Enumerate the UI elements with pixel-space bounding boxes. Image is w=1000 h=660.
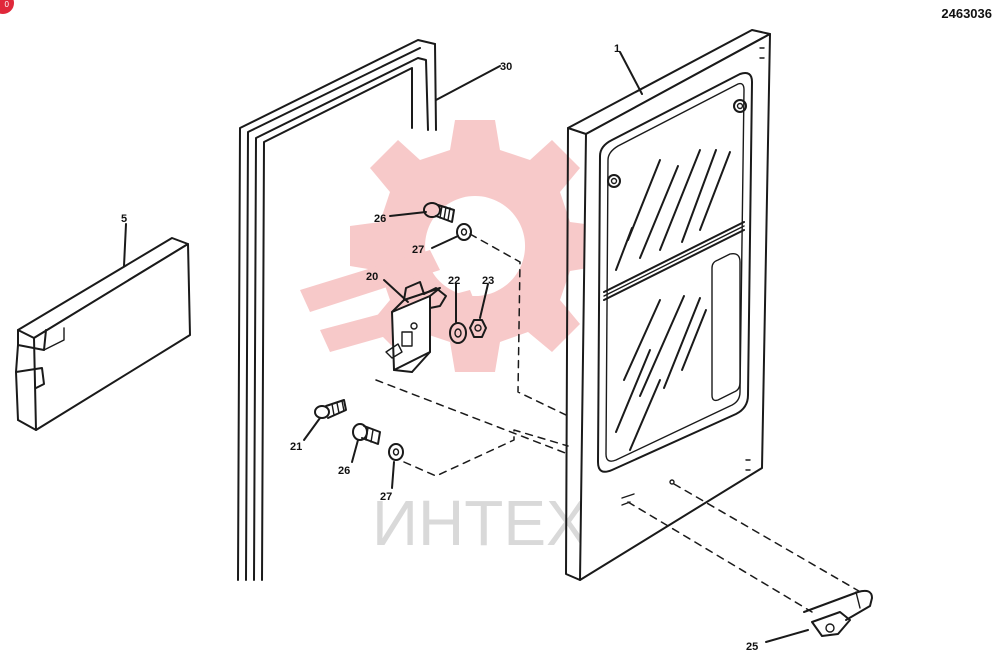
bolt-26-upper [423, 202, 455, 223]
leader-lines [123, 51, 809, 643]
callout-1: 1 [614, 43, 620, 55]
callout-26-upper: 26 [374, 213, 386, 225]
callout-26-lower: 26 [338, 465, 350, 477]
door-panel [565, 29, 771, 581]
washer-22 [449, 322, 467, 344]
callout-27-upper: 27 [412, 244, 424, 256]
callout-5: 5 [121, 213, 127, 225]
nut-23 [469, 319, 487, 338]
door-seal-frame [237, 39, 437, 581]
bolt-26-lower [352, 423, 381, 445]
filler-strip [15, 237, 191, 431]
callout-20: 20 [366, 271, 378, 283]
callout-30: 30 [500, 61, 512, 73]
callout-27-lower: 27 [380, 491, 392, 503]
washer-27-upper [456, 223, 472, 241]
corner-badge: 0 [0, 0, 14, 14]
assembly-lines [375, 233, 865, 613]
callout-22: 22 [448, 275, 460, 287]
callout-21: 21 [290, 441, 302, 453]
callout-25: 25 [746, 641, 758, 653]
screw-21 [314, 399, 347, 419]
document-code: 2463036 [941, 6, 992, 21]
watermark-text: ИНТЕХ [372, 487, 589, 559]
door-catch [803, 589, 873, 637]
callout-23: 23 [482, 275, 494, 287]
latch-bracket [385, 281, 447, 373]
callout-labels: 1 30 5 26 27 20 22 23 21 26 27 25 [121, 43, 758, 653]
washer-27-lower [388, 443, 404, 461]
